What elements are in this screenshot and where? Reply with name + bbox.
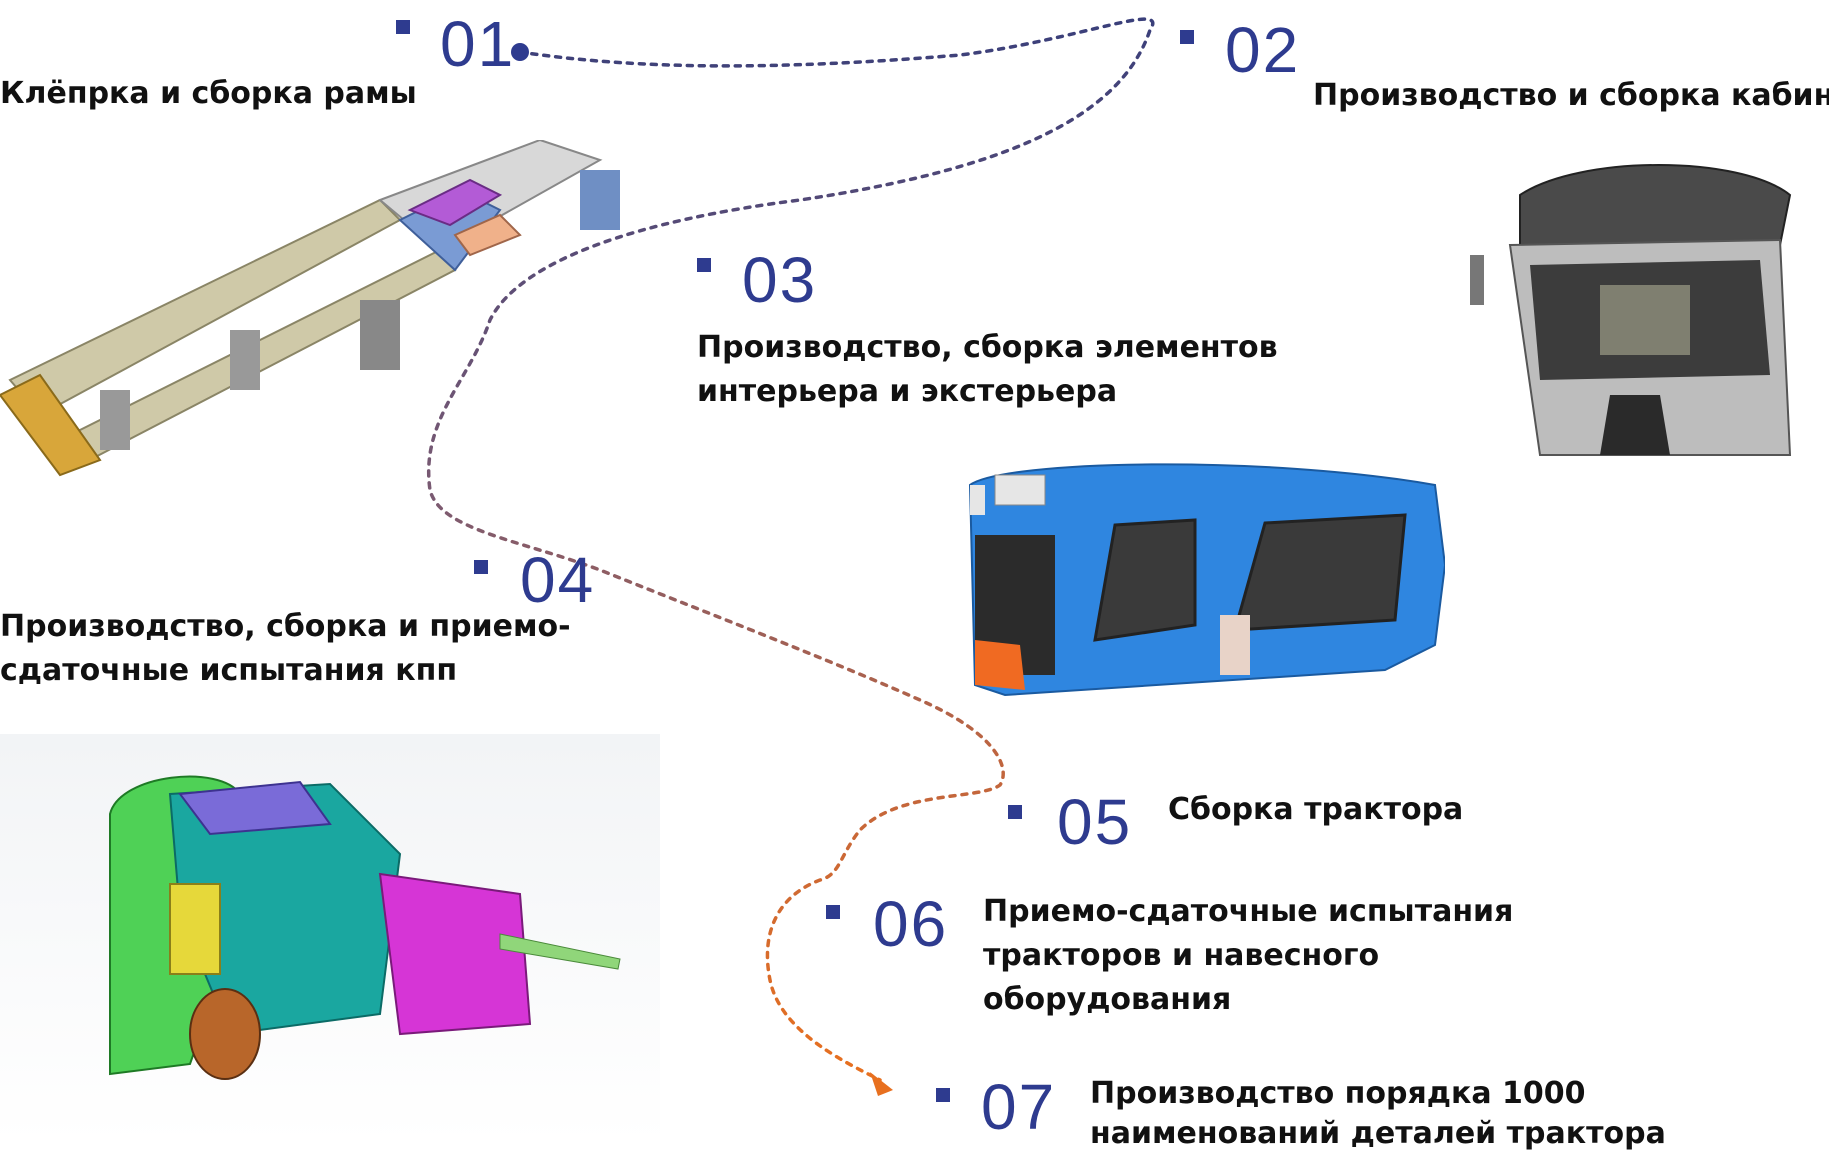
step-03-bullet bbox=[697, 258, 711, 272]
step-04-bullet bbox=[474, 560, 488, 574]
step-07-label-line1: Производство порядка 1000 bbox=[1090, 1076, 1586, 1111]
step-06-label-line2: тракторов и навесного bbox=[983, 938, 1380, 973]
step-06-label-line3: оборудования bbox=[983, 982, 1232, 1017]
tractor-hood-image bbox=[968, 463, 1445, 697]
step-05-bullet bbox=[1008, 805, 1022, 819]
step-03-label-line1: Производство, сборка элементов bbox=[697, 330, 1278, 365]
step-06-label-line1: Приемо-сдаточные испытания bbox=[983, 894, 1514, 929]
step-01-label: Клёпрка и сборка рамы bbox=[0, 76, 417, 111]
step-01-bullet bbox=[396, 20, 410, 34]
step-02-number: 02 bbox=[1225, 14, 1301, 86]
step-03-number: 03 bbox=[742, 244, 818, 316]
step-07-number: 07 bbox=[981, 1071, 1057, 1143]
tractor-cabin-image bbox=[1470, 164, 1792, 456]
step-06-bullet bbox=[826, 905, 840, 919]
step-02-bullet bbox=[1180, 30, 1194, 44]
step-04-label-line1: Производство, сборка и приемо- bbox=[0, 609, 571, 644]
step-04-number: 04 bbox=[520, 544, 596, 616]
step-01-number: 01 bbox=[440, 8, 516, 80]
step-05-label: Сборка трактора bbox=[1168, 792, 1464, 827]
step-02-label: Производство и сборка кабин bbox=[1313, 78, 1829, 113]
path-arrow-head bbox=[870, 1072, 893, 1096]
path-start-dot bbox=[511, 43, 529, 61]
step-06-number: 06 bbox=[873, 888, 949, 960]
gearbox-image bbox=[0, 734, 660, 1143]
step-03-label-line2: интерьера и экстерьера bbox=[697, 374, 1118, 409]
tractor-frame-image bbox=[0, 140, 620, 477]
step-07-bullet bbox=[936, 1088, 950, 1102]
step-05-number: 05 bbox=[1057, 786, 1133, 858]
step-04-label-line2: сдаточные испытания кпп bbox=[0, 653, 458, 688]
step-07-label-line2: наименований деталей трактора bbox=[1090, 1116, 1666, 1151]
